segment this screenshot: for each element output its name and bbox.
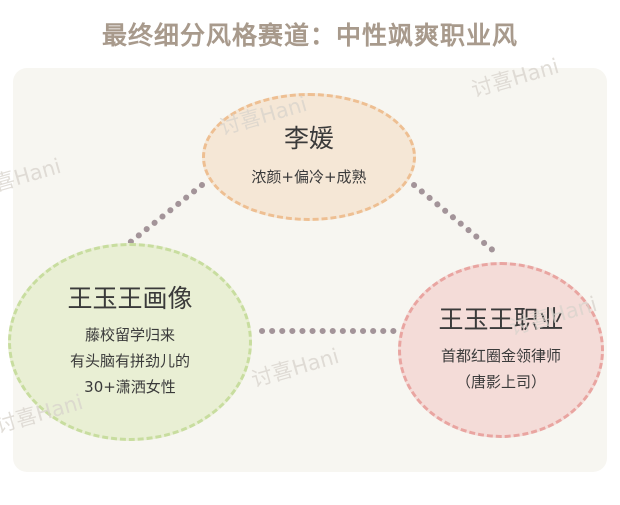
node-description: 浓颜+偏冷+成熟 [251, 164, 366, 190]
desc-line: 藤校留学归来 [84, 325, 175, 344]
node-li-yuan: 李媛 浓颜+偏冷+成熟 [202, 93, 416, 221]
desc-line: 有头脑有拼劲儿的 [69, 351, 190, 370]
link-top-right [411, 182, 498, 255]
page-title: 最终细分风格赛道：中性飒爽职业风 [101, 21, 518, 50]
node-occupation: 王玉王职业 首都红圈金领律师 （唐影上司） [398, 262, 604, 438]
desc-line: （唐影上司） [455, 373, 546, 391]
node-title: 王玉王职业 [438, 304, 564, 334]
link-top-left [115, 182, 205, 255]
desc-line: 浓颜+偏冷+成熟 [251, 167, 367, 186]
node-description: 首都红圈金领律师 （唐影上司） [441, 343, 561, 396]
desc-line: 30+潇洒女性 [84, 378, 176, 397]
node-portrait: 王玉王画像 藤校留学归来 有头脑有拼劲儿的 30+潇洒女性 [8, 243, 252, 441]
node-title: 王玉王画像 [67, 283, 193, 313]
node-description: 藤校留学归来 有头脑有拼劲儿的 30+潇洒女性 [70, 322, 190, 401]
node-title: 李媛 [283, 123, 334, 153]
desc-line: 首都红圈金领律师 [440, 346, 561, 365]
